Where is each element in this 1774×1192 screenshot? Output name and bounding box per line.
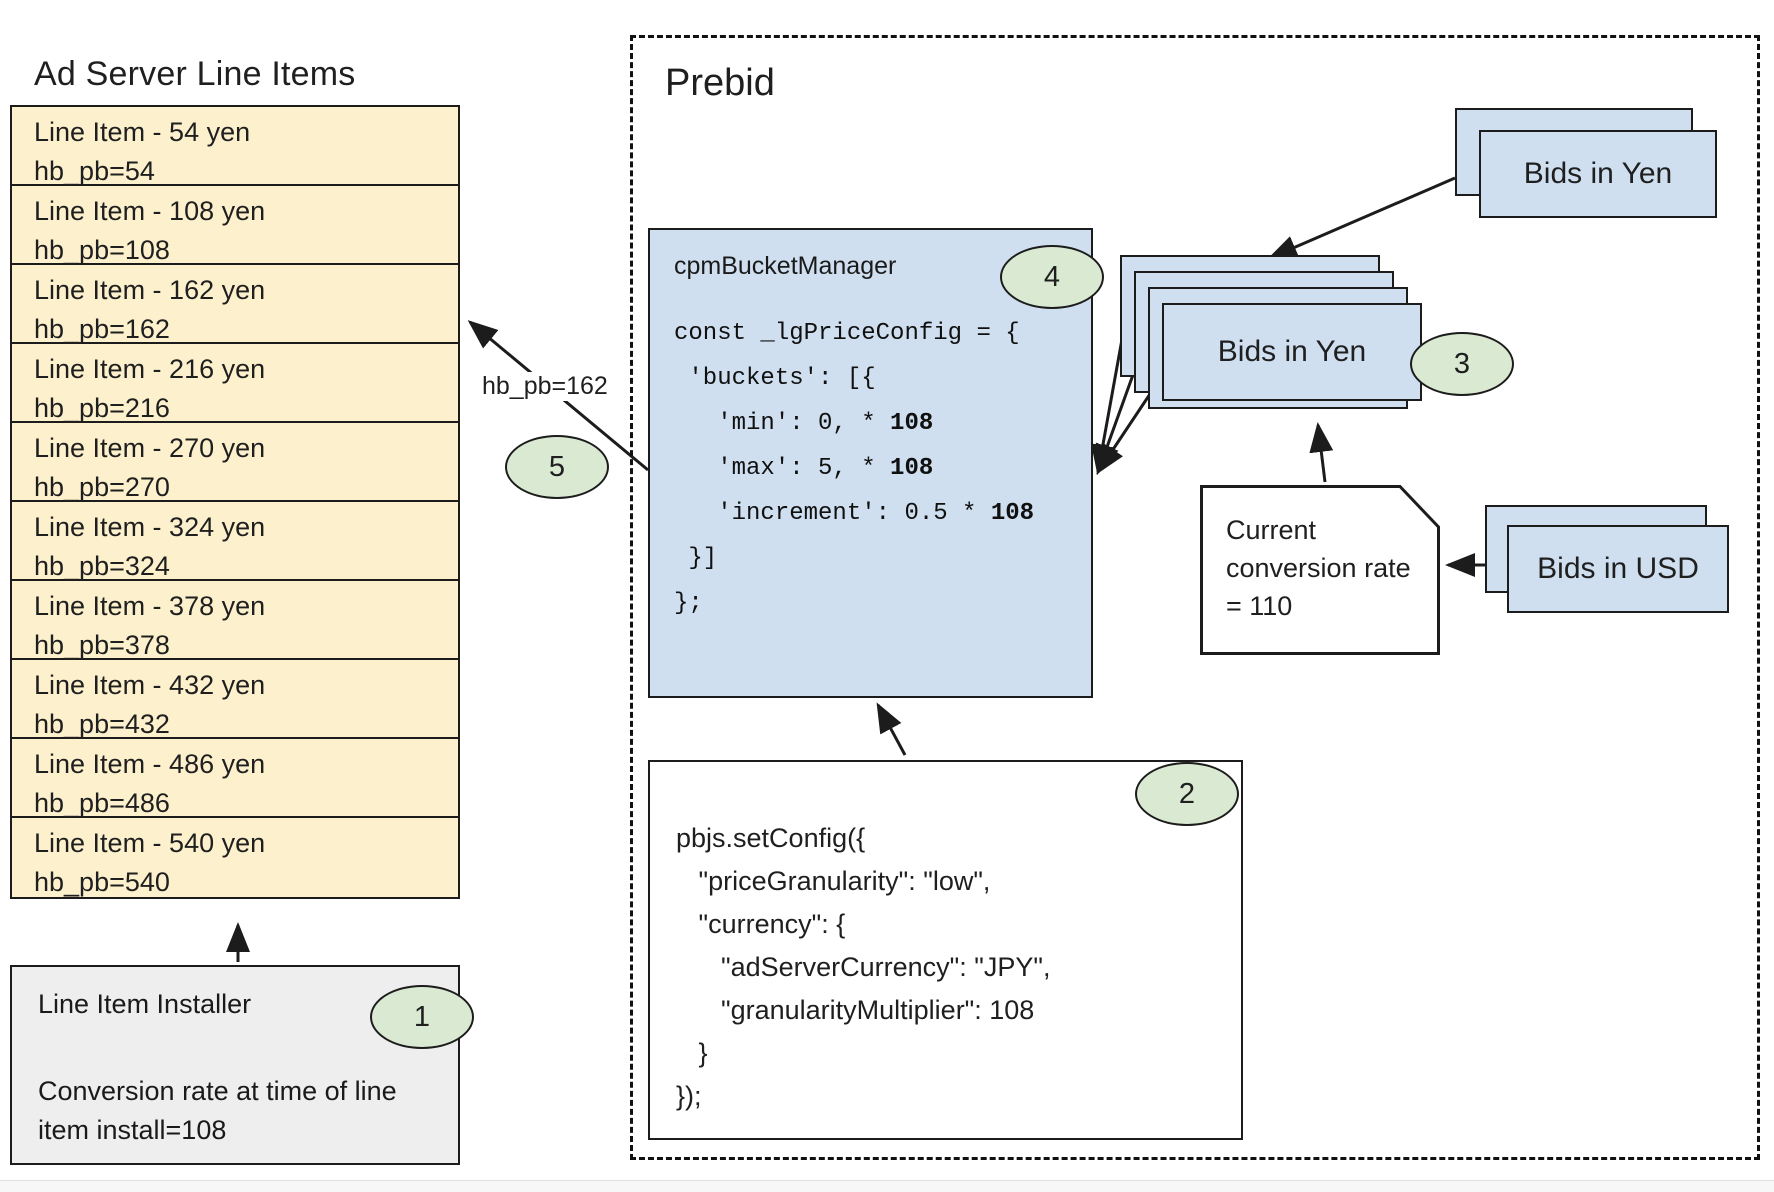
line-item-row[interactable]: Line Item - 432 yen hb_pb=432 <box>12 660 458 739</box>
stack-layer-front: Bids in USD <box>1507 525 1729 613</box>
line-item-row[interactable]: Line Item - 216 yen hb_pb=216 <box>12 344 458 423</box>
line-item-targeting-key: hb_pb=324 <box>34 551 170 581</box>
bids-in-usd-stack[interactable]: Bids in USD <box>1485 505 1735 613</box>
line-item-targeting-key: hb_pb=486 <box>34 788 170 818</box>
line-item-title: Line Item - 108 yen <box>34 196 266 226</box>
code-line: } <box>676 1038 708 1068</box>
line-item-targeting-key: hb_pb=432 <box>34 709 170 739</box>
code-line: "priceGranularity": "low", <box>676 866 991 896</box>
line-item-title: Line Item - 432 yen <box>34 670 266 700</box>
line-item-targeting-key: hb_pb=540 <box>34 867 170 897</box>
bottom-strip <box>0 1180 1774 1192</box>
line-item-row[interactable]: Line Item - 54 yen hb_pb=54 <box>12 107 458 186</box>
cpm-bucket-manager-code: const _lgPriceConfig = { 'buckets': [{ '… <box>674 311 1091 626</box>
badge-4: 4 <box>1000 245 1104 309</box>
bids-in-yen-top-label: Bids in Yen <box>1523 157 1673 190</box>
code-line: "adServerCurrency": "JPY", <box>676 952 1051 982</box>
prebid-title: Prebid <box>665 62 775 104</box>
installer-title: Line Item Installer <box>38 989 252 1019</box>
line-item-targeting-key: hb_pb=378 <box>34 630 170 660</box>
badge-5: 5 <box>505 435 609 499</box>
line-item-title: Line Item - 378 yen <box>34 591 266 621</box>
cpm-bucket-manager-heading: cpmBucketManager <box>674 252 897 280</box>
line-item-row[interactable]: Line Item - 486 yen hb_pb=486 <box>12 739 458 818</box>
line-item-targeting-key: hb_pb=54 <box>34 156 155 186</box>
line-item-title: Line Item - 324 yen <box>34 512 266 542</box>
code-line: 'max': 5, * 108 <box>674 455 934 482</box>
conversion-rate-note: Current conversion rate = 110 <box>1200 485 1440 655</box>
edge-label-hb-pb-162: hb_pb=162 <box>480 372 610 401</box>
badge-2: 2 <box>1135 762 1239 826</box>
line-item-targeting-key: hb_pb=216 <box>34 393 170 423</box>
code-line: }] <box>674 545 718 572</box>
code-line: 'min': 0, * 108 <box>674 410 934 437</box>
line-item-title: Line Item - 216 yen <box>34 354 266 384</box>
line-item-title: Line Item - 486 yen <box>34 749 266 779</box>
code-line: }); <box>676 1081 702 1111</box>
code-line: 'buckets': [{ <box>674 365 876 392</box>
code-line: "granularityMultiplier": 108 <box>676 995 1035 1025</box>
bids-in-usd-label: Bids in USD <box>1537 552 1699 585</box>
bids-in-yen-mid-stack[interactable]: Bids in Yen <box>1120 255 1422 420</box>
code-line: "currency": { <box>676 909 846 939</box>
ad-server-line-items-title: Ad Server Line Items <box>34 55 356 93</box>
line-item-row[interactable]: Line Item - 540 yen hb_pb=540 <box>12 818 458 897</box>
set-config-box[interactable]: pbjs.setConfig({ "priceGranularity": "lo… <box>648 760 1243 1140</box>
code-line: }; <box>674 590 703 617</box>
code-line: 'increment': 0.5 * 108 <box>674 500 1035 527</box>
line-item-title: Line Item - 270 yen <box>34 433 266 463</box>
cpm-bucket-manager-box[interactable]: cpmBucketManager const _lgPriceConfig = … <box>648 228 1093 698</box>
line-item-title: Line Item - 162 yen <box>34 275 266 305</box>
set-config-code: pbjs.setConfig({ "priceGranularity": "lo… <box>676 817 1241 1118</box>
code-line: const _lgPriceConfig = { <box>674 320 1020 347</box>
line-item-title: Line Item - 54 yen <box>34 117 251 147</box>
line-item-row[interactable]: Line Item - 162 yen hb_pb=162 <box>12 265 458 344</box>
prebid-boundary <box>630 35 1760 1160</box>
line-item-title: Line Item - 540 yen <box>34 828 266 858</box>
line-item-targeting-key: hb_pb=108 <box>34 235 170 265</box>
badge-3: 3 <box>1410 332 1514 396</box>
line-item-row[interactable]: Line Item - 270 yen hb_pb=270 <box>12 423 458 502</box>
line-item-targeting-key: hb_pb=270 <box>34 472 170 502</box>
line-item-row[interactable]: Line Item - 108 yen hb_pb=108 <box>12 186 458 265</box>
bids-in-yen-mid-label: Bids in Yen <box>1217 335 1367 368</box>
stack-layer-front: Bids in Yen <box>1479 130 1717 218</box>
line-item-row[interactable]: Line Item - 378 yen hb_pb=378 <box>12 581 458 660</box>
badge-1: 1 <box>370 985 474 1049</box>
note-shape-icon <box>1200 485 1440 655</box>
bids-in-yen-top-stack[interactable]: Bids in Yen <box>1455 108 1735 218</box>
installer-conversion-note: Conversion rate at time of line item ins… <box>38 1076 397 1145</box>
code-line: pbjs.setConfig({ <box>676 823 866 853</box>
conversion-rate-text: Current conversion rate = 110 <box>1226 515 1411 621</box>
line-item-row[interactable]: Line Item - 324 yen hb_pb=324 <box>12 502 458 581</box>
line-item-targeting-key: hb_pb=162 <box>34 314 170 344</box>
stack-layer-front: Bids in Yen <box>1162 303 1422 401</box>
